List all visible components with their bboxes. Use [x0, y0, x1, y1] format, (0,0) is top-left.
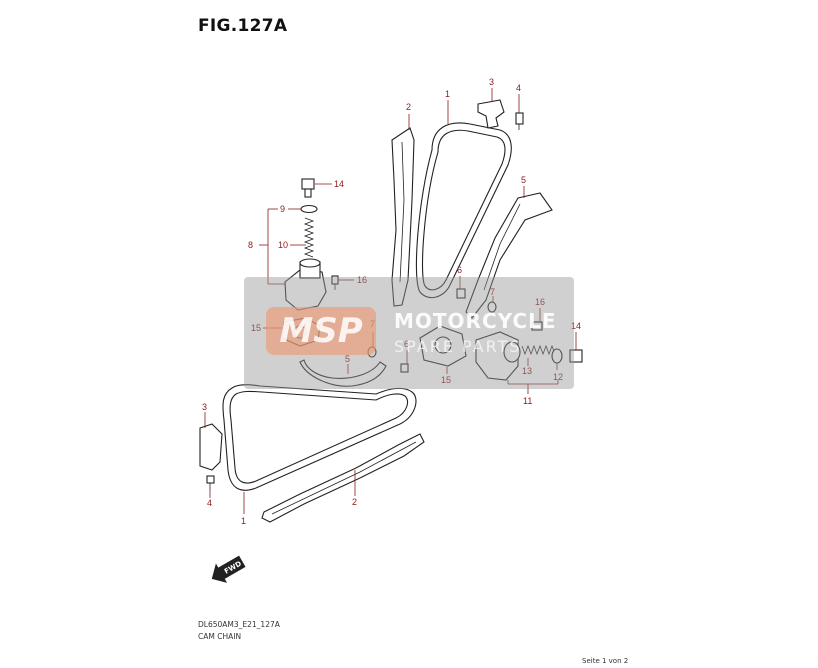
cam-chain-tensioner-arm-lower[interactable]: [299, 359, 387, 387]
oring-7-right[interactable]: [487, 301, 497, 313]
cam-chain-tensioner-arm-upper[interactable]: [465, 192, 553, 319]
figure-title: FIG.127A: [198, 16, 288, 36]
callout-8: 8: [248, 240, 253, 250]
cam-chain-lower[interactable]: [222, 384, 417, 491]
callout-1-upper: 1: [445, 89, 450, 99]
spring-10[interactable]: [303, 217, 315, 258]
page-indicator: Seite 1 von 2: [582, 657, 629, 665]
callout-16-left: 16: [357, 275, 367, 285]
spring-13[interactable]: [521, 344, 556, 356]
callout-13: 13: [522, 366, 532, 376]
model-code: DL650AM3_E21_127A: [198, 620, 280, 629]
bolt-6-lower[interactable]: [400, 363, 409, 373]
callout-14-left: 14: [334, 179, 344, 189]
cam-chain-guide-lower[interactable]: [261, 433, 425, 523]
callout-labels: 1 1 2 2 3 3 4 4 5 5 6 6 7 7 8 9 10 11 12…: [202, 77, 581, 526]
chain-guide-plate-lower[interactable]: [199, 423, 223, 471]
callout-7-right: 7: [490, 287, 495, 297]
callout-12: 12: [553, 372, 563, 382]
callout-5-upper: 5: [521, 175, 526, 185]
callout-14-right: 14: [571, 321, 581, 331]
callout-4-upper: 4: [516, 83, 521, 93]
callout-2-upper: 2: [406, 102, 411, 112]
tensioner-bolt-14[interactable]: [301, 178, 315, 198]
callout-3-lower: 3: [202, 402, 207, 412]
callout-1-lower: 1: [241, 516, 246, 526]
watermark-logo: MSP: [266, 307, 376, 355]
assembly-name: CAM CHAIN: [198, 632, 242, 641]
callout-2-lower: 2: [352, 497, 357, 507]
callout-6-lower: 6: [404, 339, 409, 349]
callout-3-upper: 3: [489, 77, 494, 87]
bolt-top[interactable]: [515, 112, 524, 130]
watermark-line2: SPARE PARTS: [394, 337, 522, 356]
bolt-4-lower[interactable]: [206, 475, 215, 490]
chain-guide-plate-top[interactable]: [477, 99, 505, 129]
tensioner-body-11[interactable]: [475, 331, 521, 381]
callout-9: 9: [280, 204, 285, 214]
watermark-line1: MOTORCYCLE: [394, 309, 557, 333]
callout-6-upper: 6: [457, 265, 462, 275]
fwd-direction-marker: FWD: [211, 555, 246, 583]
tensioner-body-8[interactable]: [284, 258, 327, 311]
bolt-16-right[interactable]: [531, 321, 543, 331]
bolt-6-upper[interactable]: [456, 288, 466, 299]
callout-5-lower: 5: [345, 354, 350, 364]
callout-4-lower: 4: [207, 498, 212, 508]
cam-chain-guide-upper[interactable]: [391, 127, 415, 307]
callout-15-right: 15: [441, 375, 451, 385]
cam-chain-upper[interactable]: [415, 122, 512, 299]
callout-16-right: 16: [535, 297, 545, 307]
watermark-banner: MSP MOTORCYCLE SPARE PARTS: [244, 277, 574, 389]
callout-11: 11: [523, 396, 532, 406]
leader-lines: [204, 88, 577, 514]
washer-9[interactable]: [300, 204, 318, 214]
gasket-15-right[interactable]: [419, 325, 467, 367]
callout-10: 10: [278, 240, 288, 250]
callout-15-left: 15: [251, 323, 261, 333]
